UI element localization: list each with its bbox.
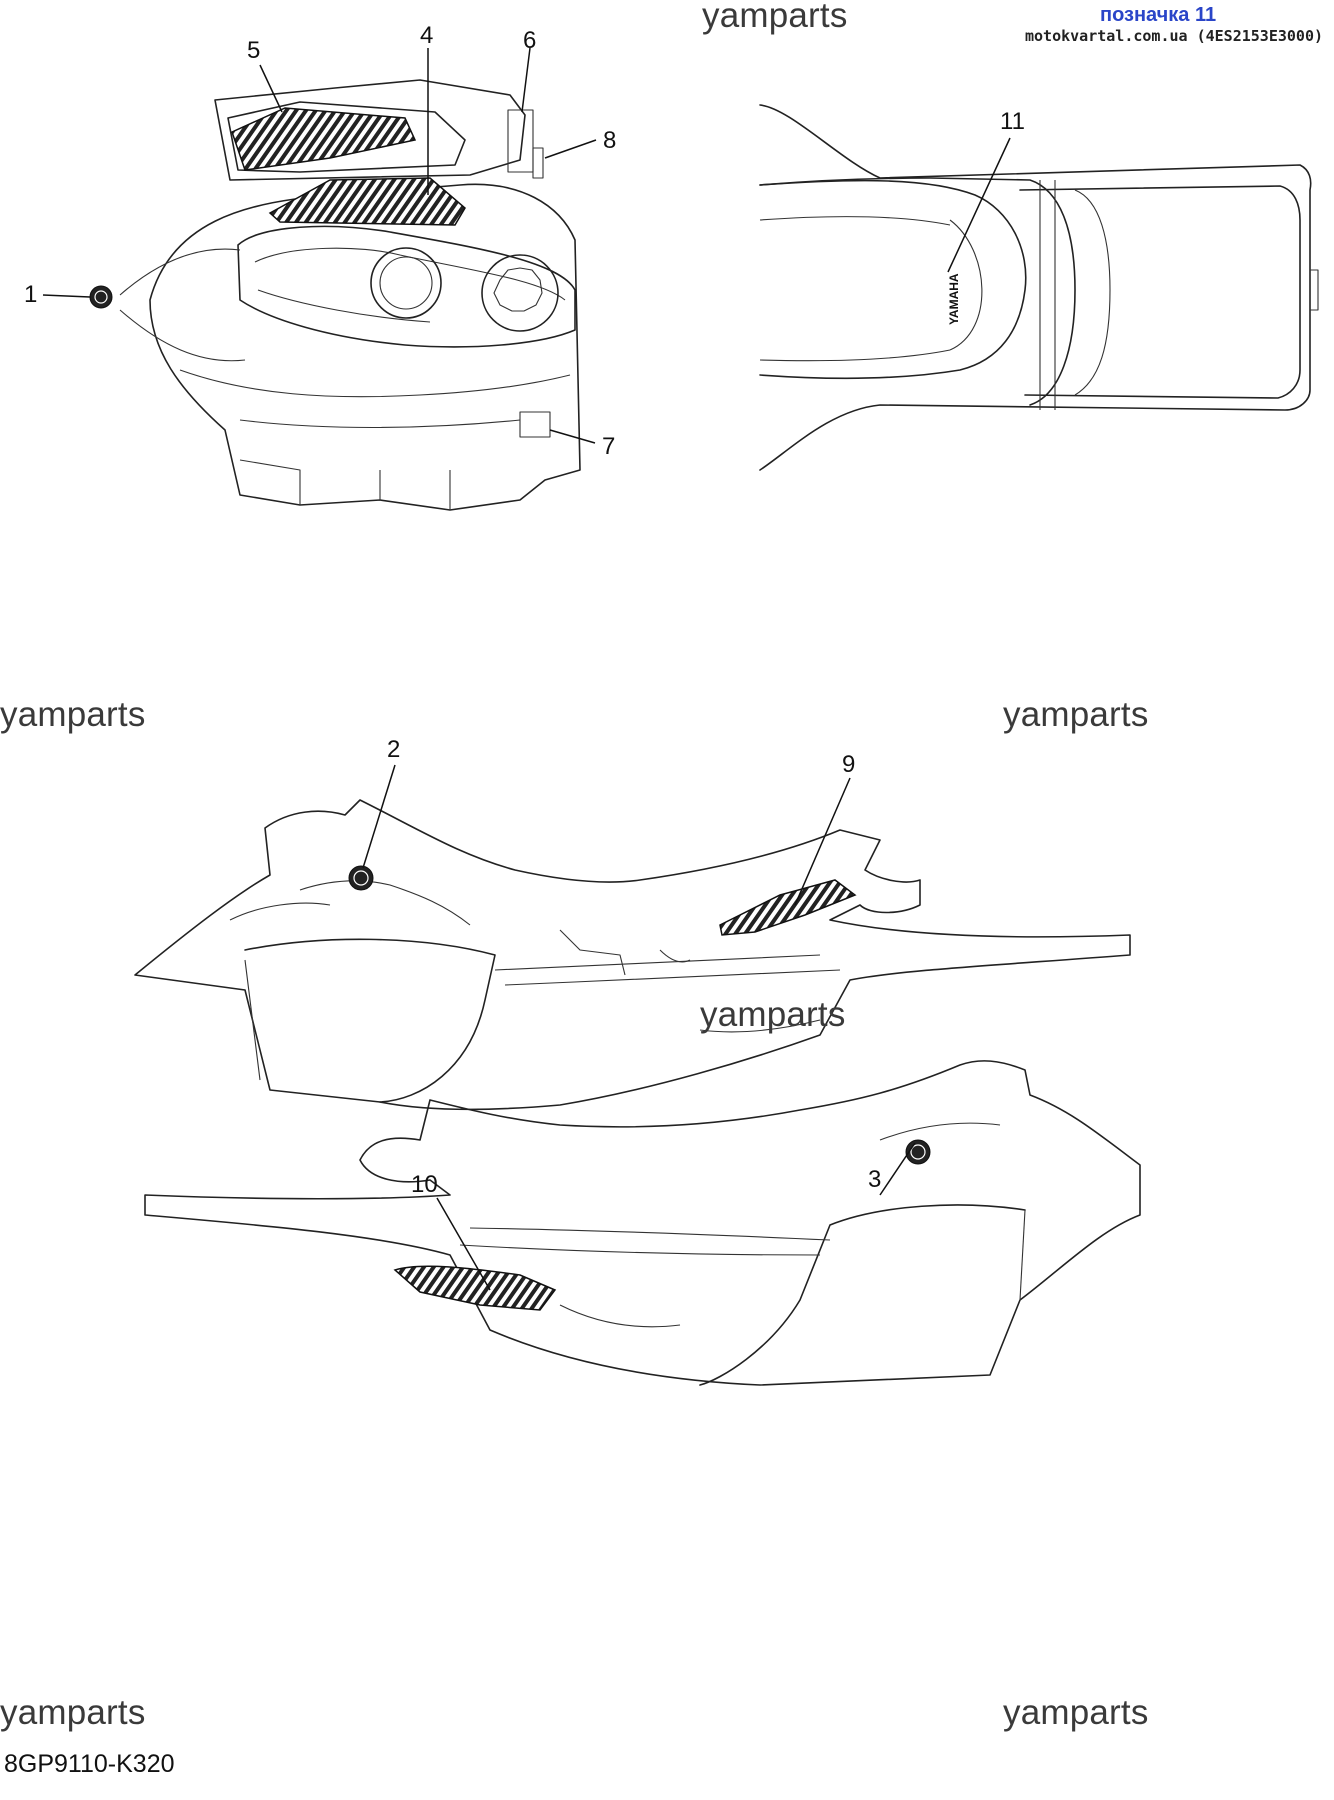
callout-10: 10 <box>411 1171 438 1198</box>
watermark-mid-right: yamparts <box>1003 695 1149 734</box>
decal-10-shape <box>393 1265 557 1311</box>
callout-3: 3 <box>868 1166 882 1193</box>
decal-8-shape <box>532 147 544 179</box>
callout-8: 8 <box>603 127 617 154</box>
front-view <box>89 79 581 511</box>
part-code: 8GP9110-K320 <box>4 1750 175 1778</box>
decal-7-shape <box>519 411 551 438</box>
callout-5: 5 <box>247 37 261 64</box>
decal-6-shape <box>507 109 534 173</box>
emblem-11-text: YAMAHA <box>947 273 961 325</box>
callout-11: 11 <box>1000 108 1025 135</box>
emblem-2 <box>348 865 374 891</box>
watermark-bottom-right: yamparts <box>1003 1693 1149 1732</box>
decal-5-shape <box>231 107 417 171</box>
emblem-1 <box>89 285 113 309</box>
watermark-bottom-left: yamparts <box>0 1693 146 1732</box>
decal-9-shape <box>719 879 857 936</box>
callout-7: 7 <box>602 433 616 460</box>
callout-9: 9 <box>842 751 856 778</box>
callout-6: 6 <box>523 27 537 54</box>
callout-1: 1 <box>24 281 38 308</box>
right-side-view <box>144 1060 1141 1386</box>
leader-lines <box>42 47 1011 1291</box>
watermark-mid-left: yamparts <box>0 695 146 734</box>
left-side-view <box>134 799 1131 1111</box>
watermark-top: yamparts <box>702 0 848 35</box>
watermark-center: yamparts <box>700 995 846 1034</box>
decal-4-shape <box>268 177 466 226</box>
part-link[interactable]: позначка 11 <box>1100 4 1217 26</box>
rear-view: YAMAHA <box>759 104 1319 471</box>
callout-4: 4 <box>420 22 434 49</box>
source-label: motokvartal.com.ua (4ES2153E3000) <box>1025 27 1324 45</box>
emblem-3 <box>905 1139 931 1165</box>
callout-2: 2 <box>387 736 401 763</box>
